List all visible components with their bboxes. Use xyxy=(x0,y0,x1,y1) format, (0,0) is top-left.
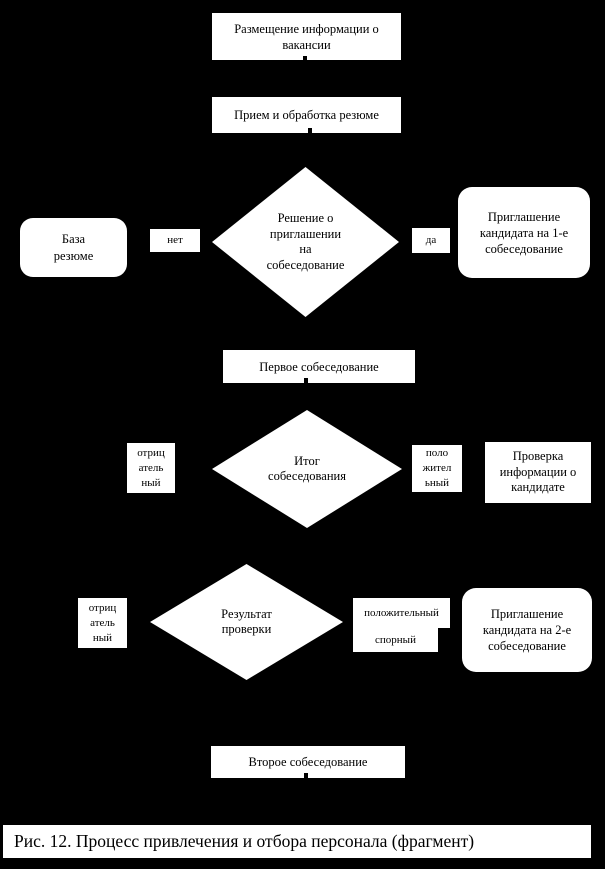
check-result-label: Результат проверки xyxy=(221,606,272,637)
connector-stub xyxy=(308,128,312,133)
negative-label-2-text: отриц атель ный xyxy=(88,601,117,644)
candidate-check-box: Проверка информации о кандидате xyxy=(485,442,591,503)
interview-outcome-label: Итог собеседования xyxy=(268,453,346,484)
second-invite-box: Приглашение кандидата на 2-е собеседован… xyxy=(462,588,592,672)
connector-stub xyxy=(304,378,308,383)
invite-decision-diamond: Решение о приглашении на собеседование xyxy=(212,167,399,317)
disputed-label: спорный xyxy=(353,628,438,652)
negative-label-2: отриц атель ный xyxy=(78,598,127,648)
resume-processing-box: Прием и обработка резюме xyxy=(212,97,401,133)
second-interview-label: Второе собеседование xyxy=(248,755,368,769)
check-result-diamond: Результат проверки xyxy=(150,564,343,680)
positive-label-2-text: положительный xyxy=(364,606,439,619)
interview-outcome-diamond: Итог собеседования xyxy=(212,410,402,528)
first-invite-label: Приглашение кандидата на 1-е собеседован… xyxy=(479,209,569,256)
positive-label-1: поло жител ьный xyxy=(412,445,462,492)
vacancy-box-label: Размещение информации о вакансии xyxy=(234,21,379,52)
yes-label-text: да xyxy=(425,234,437,246)
connector-stub xyxy=(303,56,307,61)
yes-label: да xyxy=(412,228,450,253)
resume-database-box: База резюме xyxy=(20,218,127,277)
positive-label-1-text: поло жител ьный xyxy=(422,447,452,489)
first-interview-box: Первое собеседование xyxy=(223,350,415,383)
first-interview-label: Первое собеседование xyxy=(259,359,379,374)
no-label-text: нет xyxy=(167,234,183,246)
negative-label-1: отриц атель ный xyxy=(127,443,175,493)
negative-label-1-text: отриц атель ный xyxy=(137,446,165,489)
figure-caption-text: Рис. 12. Процесс привлечения и отбора пе… xyxy=(14,831,475,851)
figure-caption: Рис. 12. Процесс привлечения и отбора пе… xyxy=(3,825,591,858)
first-invite-box: Приглашение кандидата на 1-е собеседован… xyxy=(458,187,590,278)
second-invite-label: Приглашение кандидата на 2-е собеседован… xyxy=(482,607,572,653)
candidate-check-label: Проверка информации о кандидате xyxy=(499,449,577,495)
resume-database-label: База резюме xyxy=(53,231,94,263)
resume-processing-box-label: Прием и обработка резюме xyxy=(234,108,379,122)
connector-stub xyxy=(304,773,308,778)
positive-label-2: положительный xyxy=(353,598,450,628)
invite-decision-label: Решение о приглашении на собеседование xyxy=(266,211,345,272)
no-label: нет xyxy=(150,229,200,252)
second-interview-box: Второе собеседование xyxy=(211,746,405,778)
disputed-label-text: спорный xyxy=(375,633,416,646)
vacancy-box: Размещение информации о вакансии xyxy=(212,13,401,60)
